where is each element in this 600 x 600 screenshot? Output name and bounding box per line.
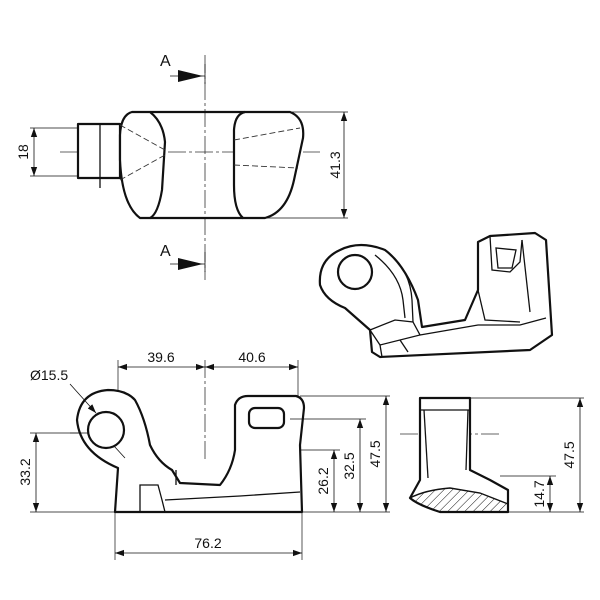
section-view: 47.5 14.7 xyxy=(400,396,584,514)
section-marker-top: A xyxy=(160,53,206,84)
isometric-view xyxy=(318,231,554,359)
section-hatch xyxy=(408,487,509,513)
dim-32-5: 32.5 xyxy=(341,452,357,479)
dim-76-2: 76.2 xyxy=(194,535,221,551)
dim-47-5-side: 47.5 xyxy=(561,441,577,468)
dim-39-6: 39.6 xyxy=(147,349,174,365)
section-marker-bottom: A xyxy=(160,243,206,272)
dim-14-7: 14.7 xyxy=(531,480,547,507)
dim-diameter: Ø15.5 xyxy=(30,367,68,383)
dim-41-3: 41.3 xyxy=(327,151,343,178)
dim-40-6: 40.6 xyxy=(238,349,265,365)
front-view: 39.6 40.6 Ø15.5 33.2 26.2 32.5 47.5 76.2 xyxy=(17,349,390,560)
front-body-outline xyxy=(75,388,306,514)
front-hole xyxy=(86,410,126,450)
iso-body-outline xyxy=(318,231,554,359)
pin-outline xyxy=(76,122,122,180)
right-lobe-outline xyxy=(232,110,305,220)
dim-18: 18 xyxy=(15,144,31,160)
top-view: A A 18 41.3 xyxy=(15,53,348,280)
front-slot xyxy=(247,406,286,430)
dim-47-5-front: 47.5 xyxy=(367,440,383,467)
dim-33-2: 33.2 xyxy=(17,458,33,485)
base-plate-top xyxy=(150,110,245,220)
iso-hole xyxy=(336,253,374,291)
dim-26-2: 26.2 xyxy=(315,467,331,494)
section-label-top: A xyxy=(160,53,171,70)
left-lobe-outline xyxy=(118,110,167,220)
section-label-bottom: A xyxy=(160,243,171,260)
